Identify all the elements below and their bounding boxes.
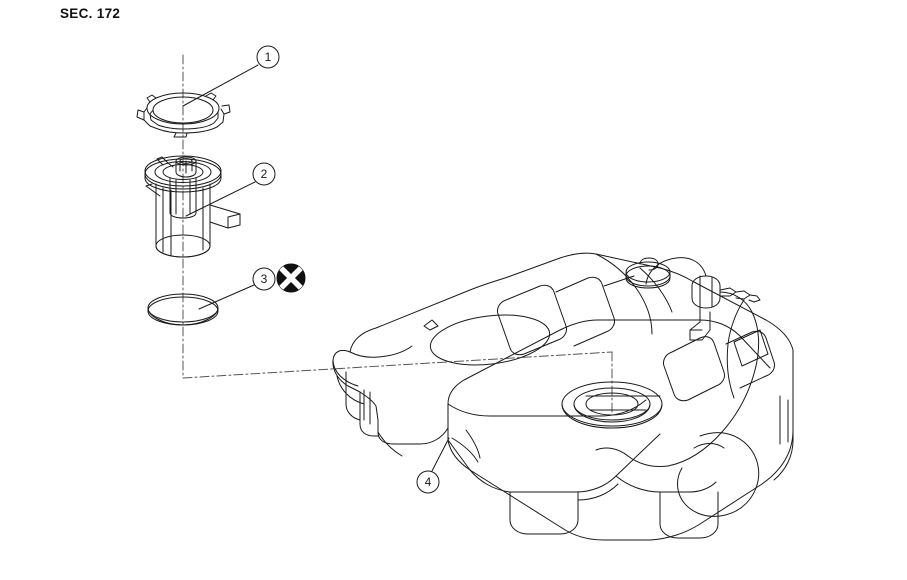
part-fuel-tank: [332, 252, 794, 541]
callout-3-label: 3: [261, 272, 268, 286]
callout-1[interactable]: 1: [256, 45, 280, 69]
callout-2-label: 2: [261, 167, 268, 181]
leader-2: [185, 181, 256, 217]
leader-1: [182, 64, 259, 107]
callout-2[interactable]: 2: [252, 162, 276, 186]
callout-1-label: 1: [265, 50, 272, 64]
page-title: SEC. 172: [60, 6, 121, 21]
callout-3[interactable]: 3: [252, 267, 276, 291]
part-lock-ring: [136, 92, 231, 138]
callout-4[interactable]: 4: [416, 470, 440, 494]
part-o-ring: [147, 293, 219, 326]
assembly-centerline: [182, 54, 613, 415]
part-fuel-pump-assembly: [144, 155, 241, 258]
callout-leader-lines: [182, 64, 450, 472]
leader-3: [198, 284, 255, 310]
callout-4-label: 4: [425, 475, 432, 489]
leader-4: [431, 437, 450, 472]
replace-part-symbol: [276, 263, 306, 293]
